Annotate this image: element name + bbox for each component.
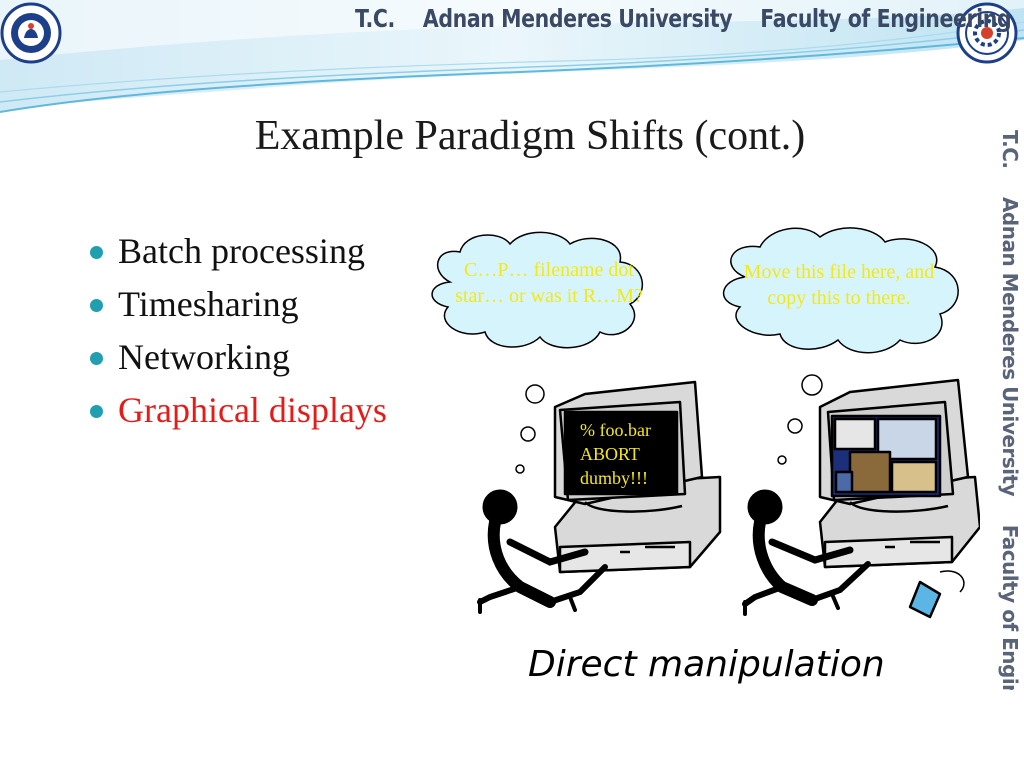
header-banner	[0, 0, 1024, 113]
left-person	[477, 489, 608, 614]
bullet-list: Batch processing Timesharing Networking …	[88, 225, 387, 437]
header-university: Adnan Menderes University	[422, 4, 733, 33]
side-institution-banner: T.C. Adnan Menderes University Faculty o…	[998, 130, 1024, 690]
left-thought-bubbles	[515, 384, 545, 474]
computer-users-illustration	[431, 227, 980, 619]
right-thought-bubbles	[777, 374, 823, 465]
right-thought-text: Move this file here, and copy this to th…	[743, 261, 935, 309]
slide-title: Example Paradigm Shifts (cont.)	[254, 113, 806, 159]
bullet-item-highlighted: Graphical displays	[88, 384, 387, 437]
terminal-screen-text: % foo.bar ABORT dumby!!!	[580, 418, 651, 490]
right-computer	[818, 378, 980, 619]
left-thought-cloud	[431, 231, 644, 349]
terminal-line: dumby!!!	[580, 468, 648, 488]
terminal-line: ABORT	[580, 444, 640, 464]
left-computer	[553, 380, 722, 574]
faculty-seal-icon	[956, 2, 1018, 64]
right-thought-cloud	[722, 227, 959, 354]
header-institution: T.C. Adnan Menderes University Faculty o…	[355, 4, 1024, 33]
university-seal-icon	[0, 2, 62, 64]
side-faculty: Faculty of Engineering	[998, 524, 1022, 690]
bullet-item: Batch processing	[88, 225, 387, 278]
terminal-line: % foo.bar	[580, 420, 651, 440]
illustration-caption: Direct manipulation	[528, 644, 885, 685]
right-person	[742, 489, 871, 616]
bullet-item: Timesharing	[88, 278, 387, 331]
side-university: Adnan Menderes University	[998, 196, 1022, 497]
bullet-item: Networking	[88, 331, 387, 384]
left-thought-text: C…P… filename dot star… or was it R…M?	[455, 259, 643, 307]
header-faculty: Faculty of Engineering	[760, 4, 1012, 33]
header-tc: T.C.	[355, 4, 395, 33]
